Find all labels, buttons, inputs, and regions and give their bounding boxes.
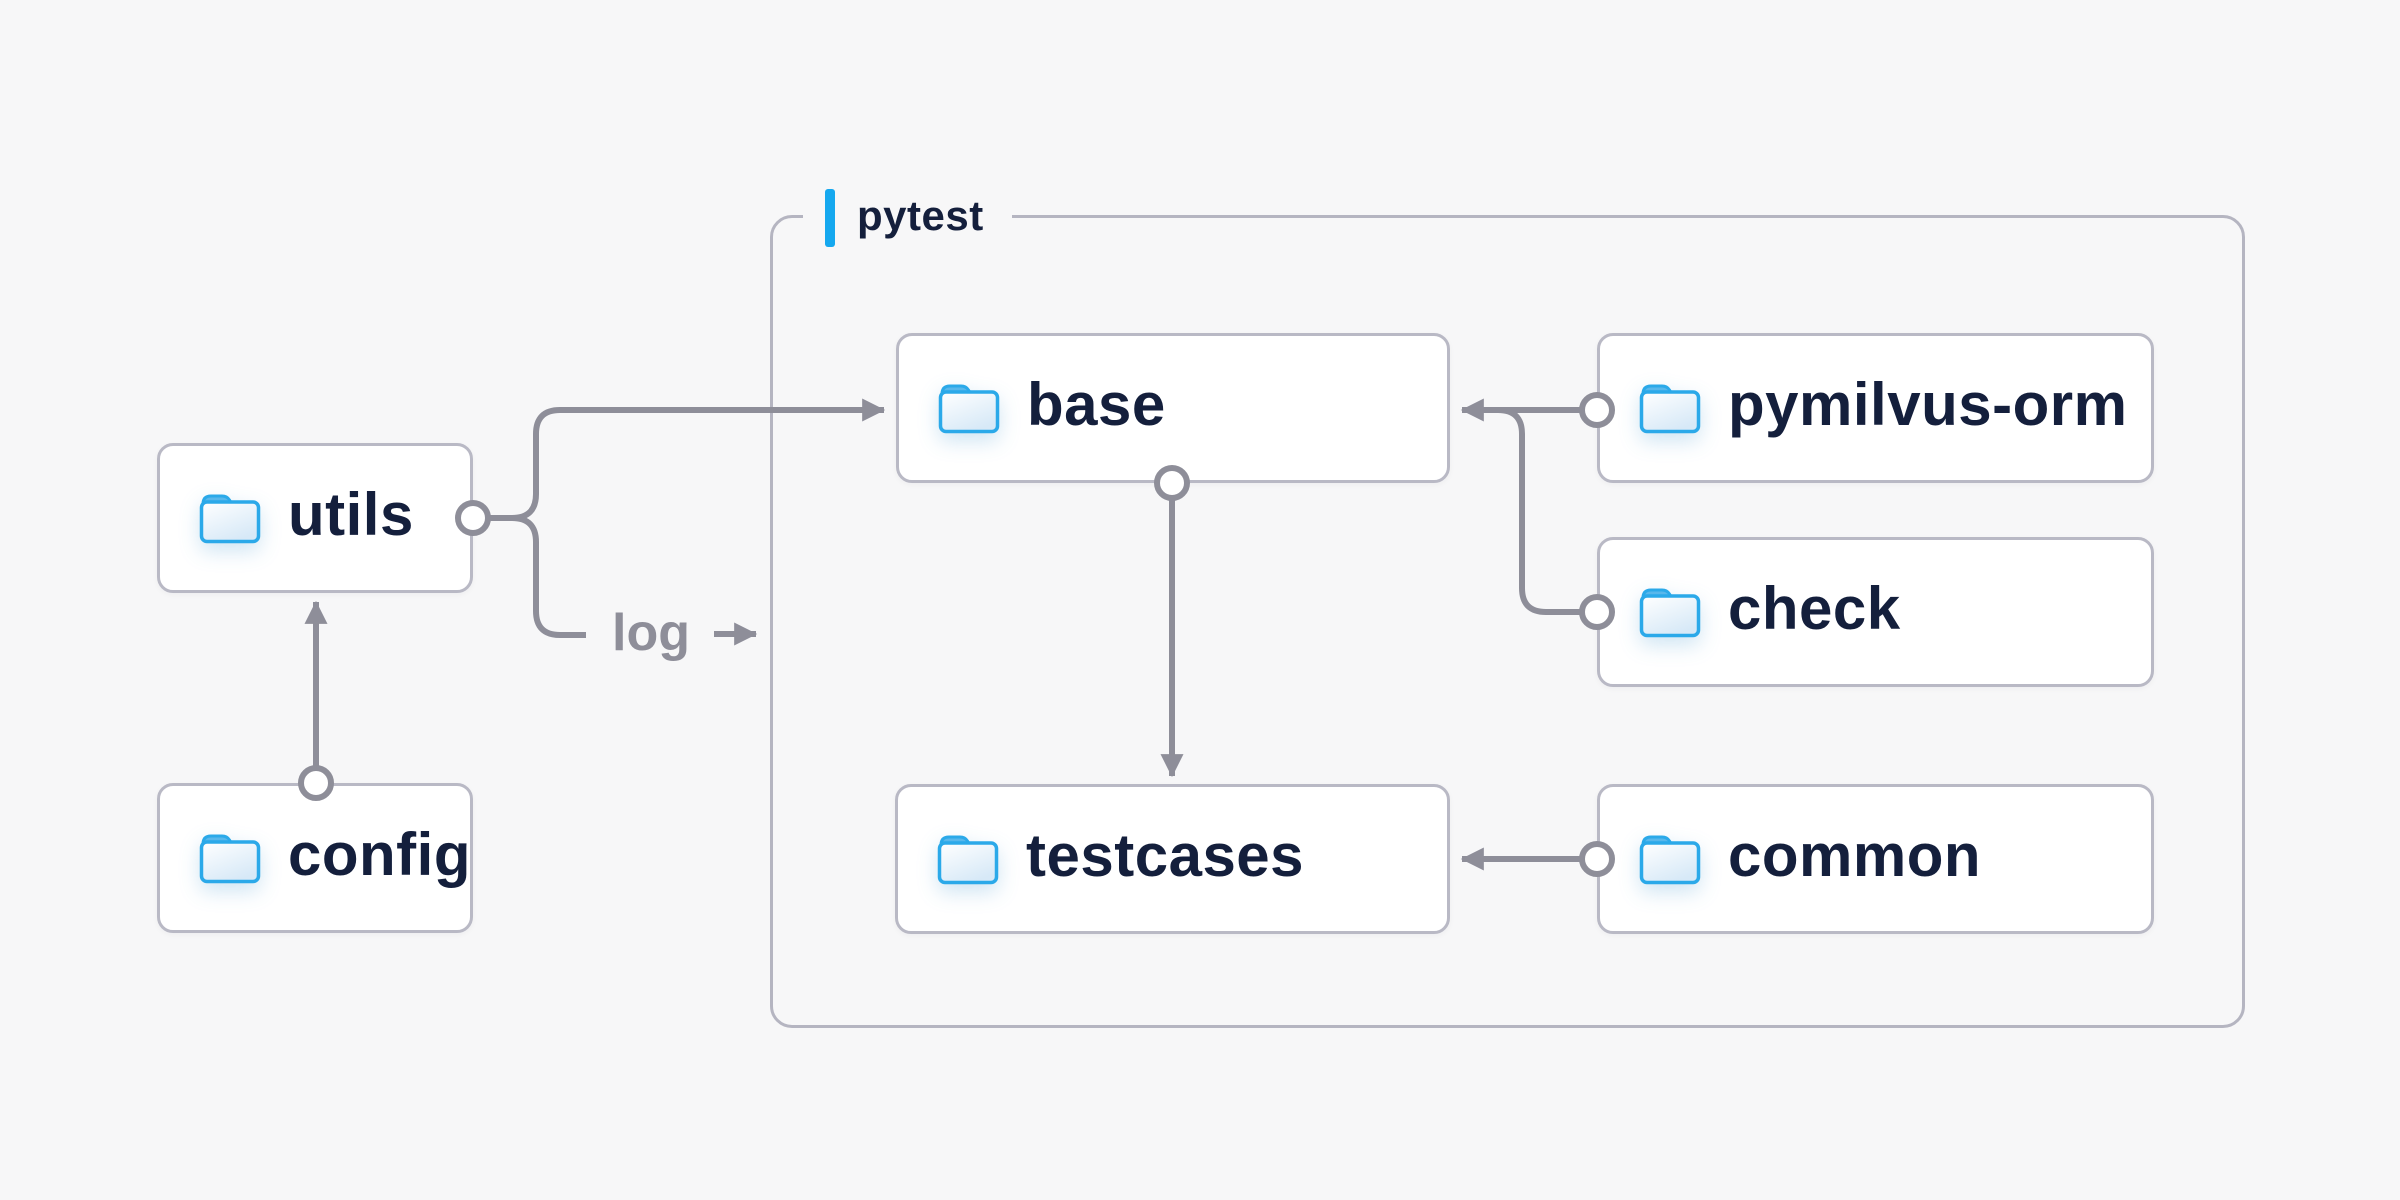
node-common-label: common [1728, 822, 1982, 889]
node-check[interactable]: check [1597, 537, 2154, 687]
node-testcases[interactable]: testcases [895, 784, 1450, 934]
folder-icon [198, 831, 262, 885]
folder-icon [1638, 381, 1702, 435]
pytest-group-label: pytest [803, 185, 1012, 251]
folder-icon [1638, 832, 1702, 886]
node-base-label: base [1027, 371, 1166, 438]
node-config-label: config [288, 821, 471, 888]
node-utils-label: utils [288, 481, 414, 548]
node-config[interactable]: config [157, 783, 473, 933]
node-check-label: check [1728, 575, 1901, 642]
node-testcases-label: testcases [1026, 822, 1305, 889]
folder-icon [937, 381, 1001, 435]
folder-icon [936, 832, 1000, 886]
node-pymilvus-orm-label: pymilvus-orm [1728, 371, 2128, 438]
folder-icon [198, 491, 262, 545]
group-title: pytest [857, 192, 984, 239]
edge-utils-log [511, 515, 586, 638]
edge-label-log: log [612, 604, 690, 662]
node-utils[interactable]: utils [157, 443, 473, 593]
node-base[interactable]: base [896, 333, 1450, 483]
pytest-group-box: pytest [770, 185, 2245, 1028]
node-common[interactable]: common [1597, 784, 2154, 934]
node-pymilvus-orm[interactable]: pymilvus-orm [1597, 333, 2154, 483]
folder-icon [1638, 585, 1702, 639]
accent-bar-icon [825, 189, 835, 247]
